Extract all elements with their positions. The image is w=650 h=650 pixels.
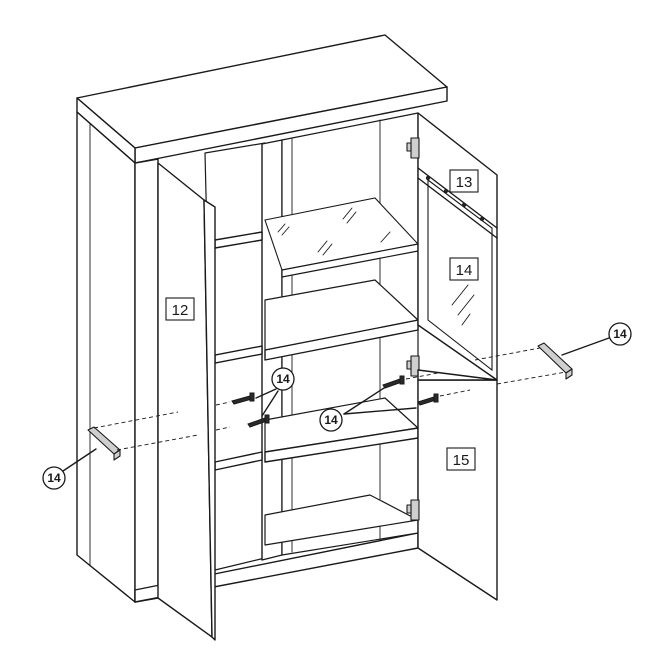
part-label-12-box	[165, 297, 195, 321]
glass-reflection-3	[461, 313, 471, 326]
front-left-stile	[134, 158, 159, 603]
part-label-12: 12	[172, 302, 189, 319]
callout-center-circle	[319, 408, 343, 432]
callout-left-screws-leader-1	[255, 388, 277, 399]
part-label-13-box	[449, 169, 479, 193]
left-door-face	[157, 162, 213, 638]
part-label-15: 15	[453, 452, 470, 469]
callout-center-leader-1	[343, 387, 385, 415]
callout-right-handle-leader	[561, 337, 610, 356]
rail-screw-1	[425, 175, 431, 181]
center-guide-line-2	[439, 389, 471, 397]
glass-shelf-reflection-7	[380, 231, 391, 243]
rail-screw-2	[443, 188, 449, 194]
glass-reflection-2	[457, 294, 475, 316]
left-guide-line-3	[215, 401, 231, 406]
callout-right-handle-circle	[608, 322, 632, 346]
right-handle-end-icon	[565, 368, 573, 380]
part-label-15-box	[446, 447, 476, 471]
callout-left-screws: 14	[276, 372, 290, 386]
callout-center-leader-2	[343, 407, 417, 415]
center-guide-line-1	[405, 372, 439, 380]
glass-shelf-reflection-2	[281, 226, 290, 236]
right-handle-assembly: 14	[474, 322, 632, 385]
rail-screw-3	[461, 202, 467, 208]
part-label-14-box	[449, 257, 479, 281]
lower-door-face	[417, 379, 498, 601]
right-guide-line-2	[496, 371, 567, 385]
cabinet-body	[76, 34, 448, 603]
left-screw-2-head-icon	[264, 414, 270, 424]
callout-left-handle: 14	[47, 471, 61, 485]
callout-center-screws: 14	[324, 413, 338, 427]
left-handle-assembly: 14 14	[42, 367, 295, 490]
glass-shelf-reflection-1	[277, 223, 286, 233]
middle-hinge-plate-icon	[406, 360, 412, 370]
center-screw-2-head-icon	[433, 393, 439, 403]
upper-hinge-plate-icon	[406, 142, 412, 152]
callout-left-handle-leader	[62, 448, 97, 472]
lower-door-top	[417, 369, 498, 381]
left-guide-line-4	[215, 426, 231, 431]
glass-door: 13 14	[406, 112, 498, 381]
upper-hinge-icon	[410, 137, 420, 159]
lower-hinge-icon	[410, 499, 420, 521]
cabinet-left-side	[76, 111, 136, 603]
glass-shelf-reflection-5	[342, 207, 353, 220]
lower-hinge-plate-icon	[406, 504, 412, 514]
glass-shelf-reflection-6	[346, 211, 357, 224]
left-handle-end-icon	[113, 449, 121, 461]
center-screws-assembly: 14	[319, 372, 471, 432]
right-handle-icon	[537, 342, 573, 374]
callout-left-screws-circle	[271, 367, 295, 391]
callout-left-screws-leader-2	[261, 390, 279, 417]
glass-reflection-1	[451, 284, 469, 306]
rail-screw-4	[479, 216, 485, 222]
part-label-14: 14	[456, 262, 473, 279]
left-door-edge	[203, 199, 216, 641]
glass-door-top-rail-2	[417, 177, 498, 239]
lower-right-door: 15	[406, 369, 498, 601]
callout-left-handle-circle	[42, 466, 66, 490]
left-guide-line-1	[93, 411, 179, 429]
left-door: 12	[157, 162, 216, 641]
glass-shelf-reflection-3	[317, 240, 328, 253]
left-screw-1-head-icon	[249, 392, 255, 402]
glass-shelf-reflection-4	[322, 243, 333, 256]
callout-right-handle: 14	[613, 327, 627, 341]
center-screw-1-head-icon	[399, 375, 405, 385]
part-label-13: 13	[456, 174, 473, 191]
